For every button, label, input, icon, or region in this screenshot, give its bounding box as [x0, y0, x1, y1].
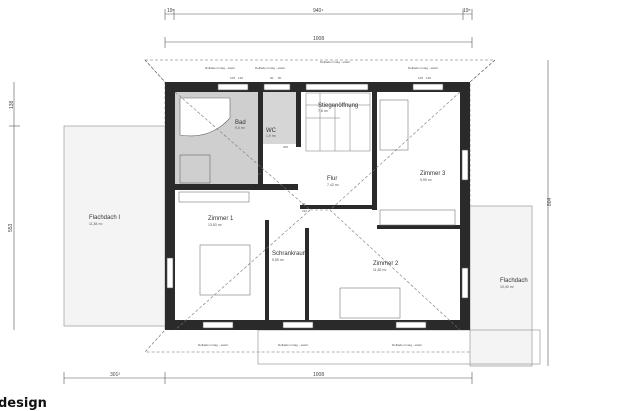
- window-label: Rollladen Intag - elektr.: [278, 343, 309, 347]
- wc-floor: [263, 92, 296, 144]
- dim-bottom-left: 301²: [110, 372, 120, 378]
- dim-left-lower: 553: [8, 223, 14, 232]
- room-stair-area: 7,8 m²: [318, 109, 329, 113]
- room-schrank-area: 5,55 m²: [272, 258, 285, 262]
- room-schrank-name: Schrankraum: [272, 251, 308, 257]
- room-zimmer1-area: 13,53 m²: [208, 223, 223, 227]
- room-zimmer3-name: Zimmer 3: [420, 171, 446, 177]
- room-zimmer2-area: 11,82 m²: [373, 268, 387, 272]
- dim-top-right: 19⁵: [463, 8, 471, 14]
- window-label: Rollladen Intag - elektr.: [205, 66, 236, 70]
- room-bad-name: Bad: [235, 120, 246, 126]
- room-stair-name: Stiegenöffnung: [318, 103, 358, 109]
- door-size: 200: [283, 145, 288, 149]
- room-flur-area: 7,42 m²: [327, 183, 340, 187]
- window-size: 130: [426, 76, 431, 80]
- bathtub: [179, 97, 231, 184]
- room-flur-name: Flur: [327, 176, 337, 182]
- door-size: 210: [302, 209, 307, 213]
- window-size: 105: [230, 76, 235, 80]
- window-label: Rollladen Intag - elektr.: [198, 343, 229, 347]
- dim-left-upper: 138: [9, 100, 15, 109]
- window-label: Rollladen Intag - elektr.: [255, 66, 286, 70]
- room-bad-area: 9,0 m²: [235, 126, 246, 130]
- window-size: 60: [270, 76, 274, 80]
- roof-ridges: [174, 91, 461, 331]
- dim-top-outer: 1008: [313, 36, 324, 42]
- window-label: Rollladen Intag - elektr.: [392, 343, 423, 347]
- side-dimensions: [9, 60, 549, 384]
- brand-text: design: [0, 396, 47, 411]
- window-label: Rollladen Intag - elektr.: [408, 66, 439, 70]
- room-flachdach2-name: Flachdach: [500, 278, 528, 284]
- windows[interactable]: [166, 83, 469, 329]
- room-wc-name: WC: [266, 128, 277, 134]
- window-size: 105: [418, 76, 423, 80]
- door-size: 80: [258, 172, 262, 176]
- dim-bottom-total: 1008: [313, 372, 324, 378]
- door-size: 80: [302, 202, 306, 206]
- room-flachdach1-name: Flachdach I: [89, 215, 120, 221]
- flachdach-left: [63, 125, 166, 327]
- top-dimensions: [164, 9, 473, 48]
- room-flachdach1-area: 11,84 m²: [89, 222, 103, 226]
- dim-top-total: 940⁴: [313, 8, 324, 14]
- furniture: [178, 99, 456, 319]
- flachdach-right: [469, 205, 533, 367]
- dim-top-left: 19⁵: [167, 8, 175, 14]
- room-zimmer3-area: 9,95 m²: [420, 178, 433, 182]
- window-size: 130: [238, 76, 243, 80]
- dim-right: 804: [547, 197, 553, 206]
- room-wc-area: 1,9 m²: [266, 134, 277, 138]
- window-label: Rollladen Intag - elektr.: [320, 60, 351, 64]
- window-size: 80: [278, 76, 282, 80]
- room-flachdach2-area: 10,40 m²: [500, 285, 515, 289]
- room-zimmer2-name: Zimmer 2: [373, 261, 399, 267]
- room-zimmer1-name: Zimmer 1: [208, 216, 234, 222]
- stairs: [305, 92, 371, 152]
